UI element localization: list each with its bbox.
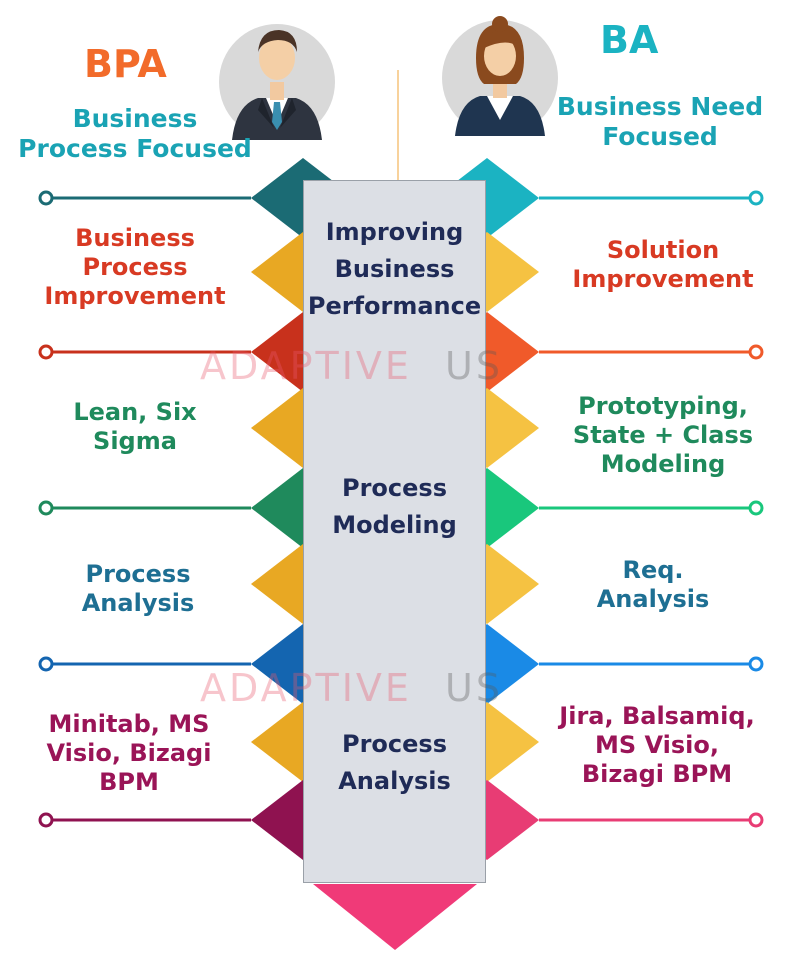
row-1-left-endpoint (38, 344, 54, 360)
center-panel (303, 180, 486, 883)
ba-row-3-text: Req. Analysis (596, 556, 710, 613)
bpa-avatar (219, 24, 335, 140)
center-text-performance: Improving Business Performance (307, 218, 482, 321)
ba-row-2-text: Prototyping, State + Class Modeling (572, 392, 754, 478)
watermark-2-part1: ADAPTIVE (200, 666, 412, 710)
row-2-right-endpoint (748, 500, 764, 516)
ba-row-4-text: Jira, Balsamiq, MS Visio, Bizagi BPM (559, 702, 755, 788)
row-0-left-endpoint (38, 190, 54, 206)
ba-focus-text: Business Need Focused (556, 92, 764, 151)
bpa-row-3-text: Process Analysis (81, 560, 195, 617)
center-text-analysis: Process Analysis (338, 730, 451, 796)
ba-title: BA (600, 18, 659, 62)
center-text-modeling: Process Modeling (332, 474, 457, 540)
watermark-1-part2: US (445, 344, 503, 388)
bpa-title: BPA (84, 42, 167, 86)
ba-row-1-text: Solution Improvement (572, 236, 754, 293)
bpa-row-4-text: Minitab, MS Visio, Bizagi BPM (46, 710, 212, 796)
row-4-left-endpoint (38, 812, 54, 828)
row-1-right-endpoint (748, 344, 764, 360)
watermark-1-part1: ADAPTIVE (200, 344, 412, 388)
watermark-2: ADAPTIVE US (200, 666, 503, 710)
row-4-right-endpoint (748, 812, 764, 828)
row-0-right-endpoint (748, 190, 764, 206)
row-3-left-endpoint (38, 656, 54, 672)
row-2-left-endpoint (38, 500, 54, 516)
bpa-row-1-text: Business Process Improvement (44, 224, 226, 310)
bpa-focus-text: Business Process Focused (18, 104, 252, 163)
row-3-right-endpoint (748, 656, 764, 672)
ba-avatar (442, 16, 558, 136)
bottom-arrow (313, 884, 477, 950)
bpa-row-2-text: Lean, Six Sigma (73, 398, 197, 455)
watermark-2-part2: US (445, 666, 503, 710)
watermark-1: ADAPTIVE US (200, 344, 503, 388)
